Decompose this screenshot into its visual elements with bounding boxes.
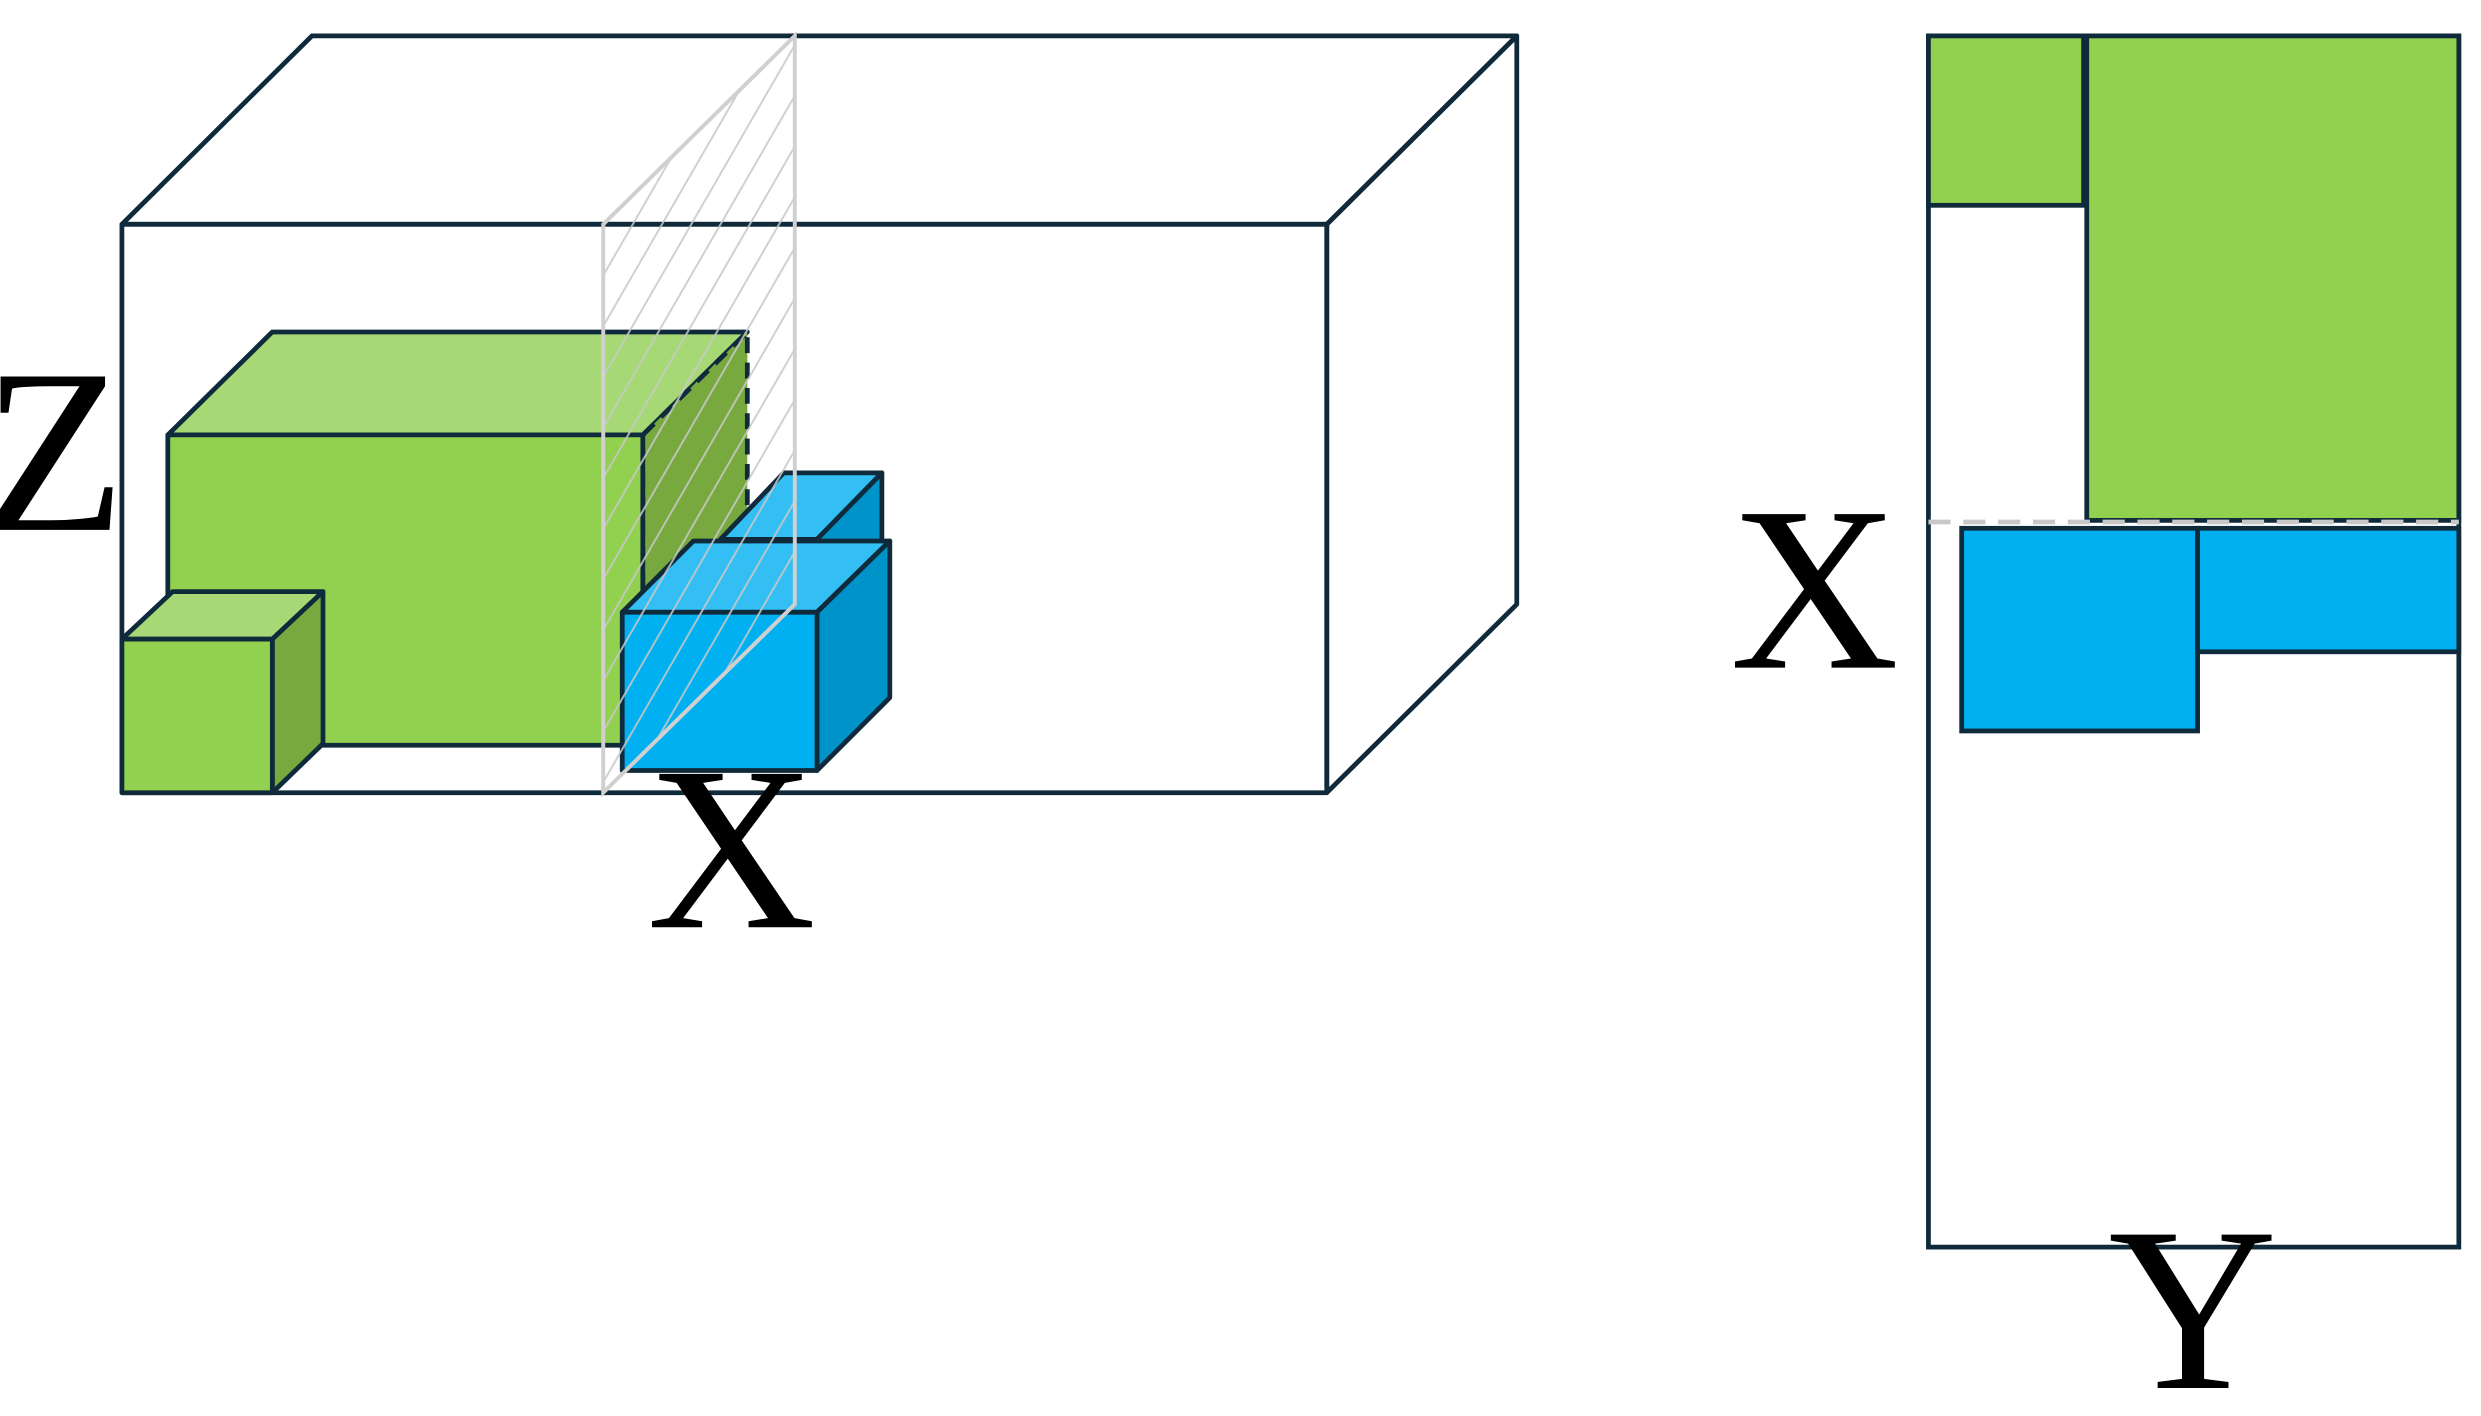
small-green-cube <box>119 589 326 796</box>
small-green-cube-front <box>119 636 275 796</box>
front-blue-rect <box>1959 525 2200 734</box>
small-green-rect <box>1926 33 2086 208</box>
left-x-axis-label: X <box>647 718 816 978</box>
right-x-axis-label: X <box>1730 459 1899 719</box>
container-3d-view: Z X <box>0 31 1520 978</box>
rear-blue-rect <box>2195 525 2462 655</box>
slice-plane <box>601 31 797 798</box>
slice-2d-view: X Y <box>1730 33 2462 1416</box>
left-z-axis-label: Z <box>0 321 125 581</box>
slice-plane-surface <box>601 31 797 798</box>
container-right-face <box>1324 33 1520 796</box>
container-top-face <box>119 33 1520 227</box>
large-green-rect <box>2084 33 2462 523</box>
right-y-axis-label: Y <box>2108 1179 2277 1416</box>
